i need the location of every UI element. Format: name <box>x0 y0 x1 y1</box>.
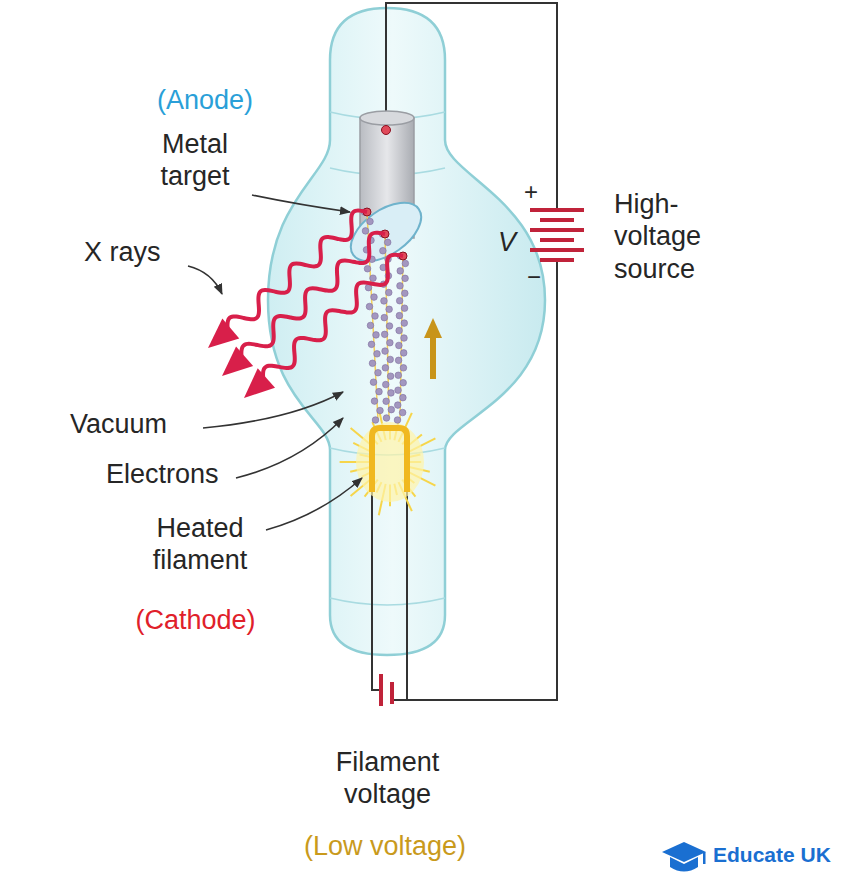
logo-icon <box>662 842 706 872</box>
electron-dot <box>371 398 378 405</box>
electron-dot <box>371 294 378 301</box>
x-ray-wave <box>263 255 403 381</box>
electron-dot <box>377 407 384 414</box>
direction-arrow <box>424 318 442 379</box>
electron-dot <box>400 379 407 386</box>
part-label: Filament voltage <box>300 746 475 811</box>
electron-dot <box>387 339 394 346</box>
electron-dot <box>402 290 409 297</box>
x-ray-arrowhead <box>222 346 253 376</box>
electron-dot <box>382 381 389 388</box>
electron-dot <box>382 348 389 355</box>
x-ray-arrowhead <box>208 319 239 348</box>
electron-dot <box>387 356 394 363</box>
electron-dot <box>396 327 403 334</box>
electron-dot <box>370 379 377 386</box>
electron-dot <box>388 390 395 397</box>
electron-dot <box>402 260 409 267</box>
electron-dot <box>366 303 373 310</box>
electron-dot <box>401 320 408 327</box>
filament-glow <box>340 409 436 515</box>
part-label: Metal target <box>140 128 250 193</box>
anode-label: (Anode) <box>140 84 270 116</box>
electron-dot <box>369 360 376 367</box>
electron-dot <box>374 351 381 358</box>
electron-dot <box>400 394 407 401</box>
polarity-sign: + <box>524 178 546 207</box>
electron-dot <box>373 332 380 339</box>
electron-dot <box>400 365 407 372</box>
electron-dot <box>395 372 402 379</box>
part-label: High- voltage source <box>614 188 749 285</box>
electron-dot <box>401 305 408 312</box>
electron-dot <box>381 298 388 305</box>
electron-dot <box>367 322 374 329</box>
electron-dot <box>395 357 402 364</box>
electron-dot <box>399 409 406 416</box>
high-voltage-battery <box>530 210 584 260</box>
electron-dot <box>385 289 392 296</box>
part-label: Vacuum <box>70 408 205 440</box>
filament-battery <box>381 674 392 706</box>
electron-dot <box>370 275 377 282</box>
glow-halo <box>356 422 424 502</box>
electron-dot <box>396 297 403 304</box>
electron-dot <box>402 275 409 282</box>
electron-dot <box>394 402 401 409</box>
electron-dot <box>386 323 393 330</box>
electron-dot <box>364 265 371 272</box>
electron-dot <box>372 313 379 320</box>
electron-dot <box>362 228 369 235</box>
electron-dot <box>386 306 393 313</box>
electron-dot <box>368 341 375 348</box>
electron-dot <box>394 417 401 424</box>
electron-dot <box>375 369 382 376</box>
part-label: Electrons <box>106 458 241 490</box>
note-label: (Low voltage) <box>270 830 500 862</box>
electron-dot <box>380 247 387 254</box>
heated-filament <box>372 428 407 492</box>
voltage-symbol: V <box>498 226 524 258</box>
cathode-label: (Cathode) <box>118 604 273 636</box>
electron-dot <box>382 365 389 372</box>
electron-dot <box>387 373 394 380</box>
electron-dot <box>372 417 379 424</box>
watermark: Educate UK <box>713 842 848 867</box>
electron-dot <box>397 283 404 290</box>
electron-dot <box>396 342 403 349</box>
electron-dot <box>381 331 388 338</box>
part-label: X rays <box>84 236 214 268</box>
x-ray-waves <box>208 211 403 398</box>
electron-dot <box>367 218 374 225</box>
electron-dot <box>384 239 391 246</box>
electron-dot <box>395 387 402 394</box>
polarity-sign: − <box>527 263 549 292</box>
electron-dot <box>383 398 390 405</box>
circuit-wires <box>372 3 557 700</box>
electron-dot <box>388 406 395 413</box>
electron-dot <box>401 335 408 342</box>
electron-dot <box>381 314 388 321</box>
glass-rings <box>330 112 445 605</box>
electron-dot <box>396 312 403 319</box>
electron-dot <box>397 268 404 275</box>
electron-dot <box>383 415 390 422</box>
x-ray-arrowhead <box>244 368 275 398</box>
electron-dot <box>376 388 383 395</box>
electron-dot <box>400 350 407 357</box>
part-label: Heated filament <box>130 512 270 577</box>
